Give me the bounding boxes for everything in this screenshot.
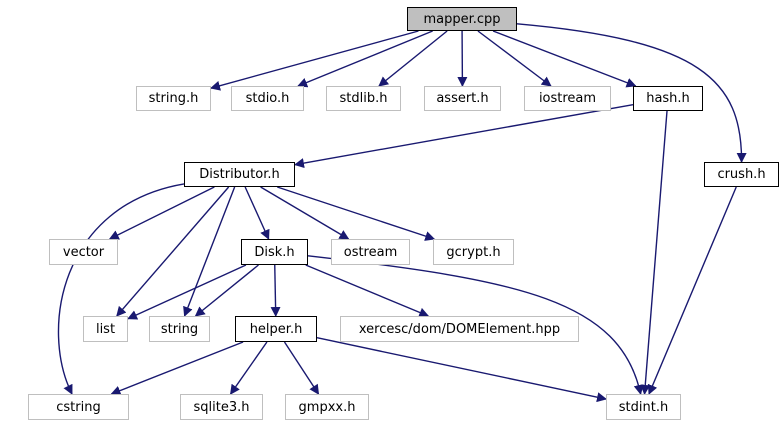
node-ostream: ostream	[331, 239, 410, 265]
node-iostream: iostream	[524, 86, 611, 111]
edge-hash-h-to-distributor-h	[294, 104, 634, 169]
node-string-h: string.h	[136, 86, 211, 111]
edge-disk-h-to-string	[194, 264, 259, 317]
node-string: string	[149, 316, 210, 342]
edge-helper-h-to-gmpxx-h	[283, 341, 320, 395]
edge-disk-h-to-domelement	[305, 264, 430, 318]
edge-disk-h-to-list	[127, 264, 247, 320]
node-crush-h[interactable]: crush.h	[704, 162, 779, 187]
edge-helper-h-to-sqlite3-h	[230, 341, 268, 395]
node-stdlib-h: stdlib.h	[326, 86, 401, 111]
node-domelement-hpp: xercesc/dom/DOMElement.hpp	[340, 316, 579, 342]
node-gcrypt-h: gcrypt.h	[433, 239, 514, 265]
node-stdio-h: stdio.h	[231, 86, 304, 111]
edge-distributor-h-to-list	[116, 186, 230, 317]
edge-distributor-h-to-gcrypt-h	[277, 186, 436, 241]
edge-helper-h-to-stdint-h	[316, 337, 607, 403]
node-stdint-h: stdint.h	[606, 394, 681, 420]
edge-mapper-cpp-to-stdlib-h	[378, 30, 448, 87]
edge-disk-h-to-stdint-h	[307, 255, 644, 395]
edge-distributor-h-to-cstring	[57, 183, 185, 395]
node-gmpxx-h: gmpxx.h	[285, 394, 369, 420]
edge-helper-h-to-cstring	[110, 341, 244, 396]
edge-disk-h-to-helper-h	[270, 264, 281, 317]
node-distributor-h[interactable]: Distributor.h	[184, 162, 295, 187]
edge-distributor-h-to-ostream	[260, 186, 350, 240]
node-cstring: cstring	[28, 394, 129, 420]
node-disk-h[interactable]: Disk.h	[241, 239, 308, 265]
edge-distributor-h-to-disk-h	[244, 186, 270, 240]
edge-distributor-h-to-string	[183, 186, 236, 317]
edge-hash-h-to-stdint-h	[640, 110, 668, 395]
node-list: list	[83, 316, 128, 342]
node-mapper-cpp: mapper.cpp	[407, 7, 517, 31]
edge-mapper-cpp-to-stdio-h	[297, 30, 433, 88]
node-sqlite3-h: sqlite3.h	[180, 394, 263, 420]
node-hash-h[interactable]: hash.h	[633, 86, 703, 111]
node-helper-h[interactable]: helper.h	[235, 316, 317, 342]
edge-mapper-cpp-to-hash-h	[492, 30, 637, 88]
edge-distributor-h-to-vector	[108, 186, 215, 240]
edge-mapper-cpp-to-crush-h	[516, 23, 747, 163]
edge-mapper-cpp-to-iostream	[477, 30, 552, 87]
node-vector: vector	[49, 239, 118, 265]
edge-mapper-cpp-to-string-h	[210, 30, 419, 91]
edge-crush-h-to-stdint-h	[647, 186, 737, 395]
node-assert-h: assert.h	[424, 86, 501, 111]
